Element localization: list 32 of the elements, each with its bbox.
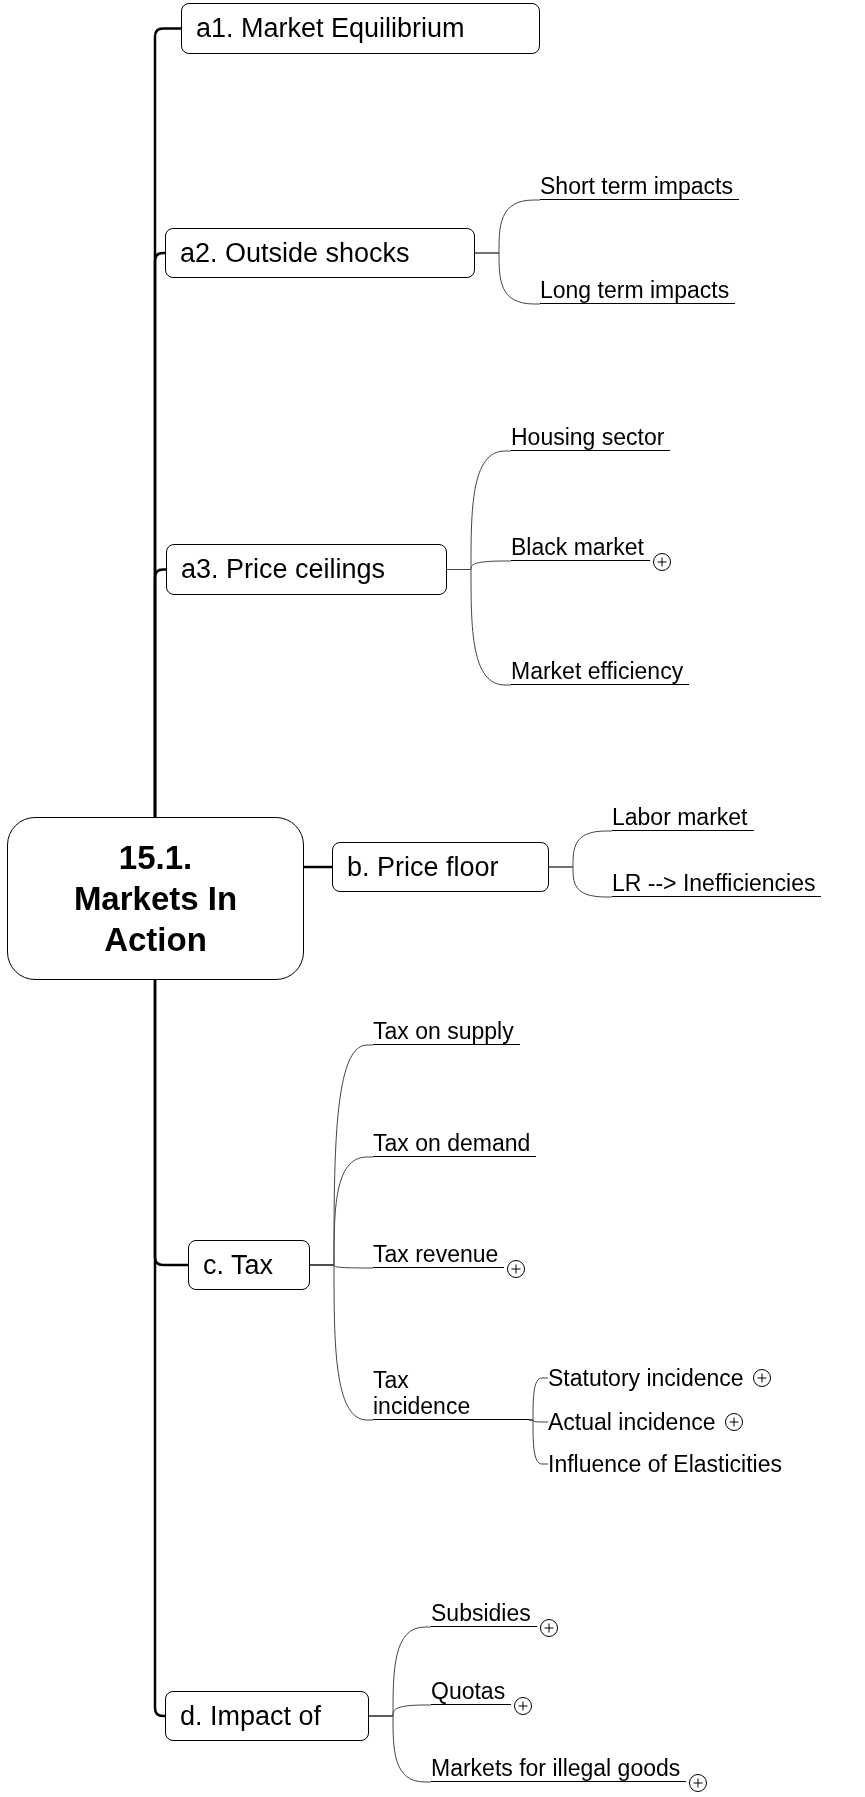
subtopic-label: Influence of Elasticities [548, 1451, 788, 1477]
topic-box: d. Impact of [165, 1691, 369, 1741]
subtopic-label: Tax on supply [373, 1018, 520, 1045]
branch-line [304, 865, 332, 869]
subtopic-label: Market efficiency [511, 658, 690, 685]
subtopic-label: Tax revenue [373, 1241, 505, 1268]
subtopic-label: Subsidies [431, 1600, 537, 1627]
branch-line [368, 1715, 432, 1783]
subtopic-label: Statutory incidence [548, 1365, 750, 1391]
branch-line [548, 866, 613, 898]
topic-box: c. Tax [188, 1240, 310, 1290]
subtopic-label: Actual incidence [548, 1409, 722, 1435]
branch-line [446, 569, 512, 686]
branch-line [528, 1419, 549, 1465]
branch-line [474, 252, 541, 305]
subtopic-label: Black market [511, 534, 650, 561]
subtopic-label: Short term impacts [540, 173, 739, 200]
subtopic-label: LR --> Inefficiencies [612, 870, 822, 897]
subtopic-label: Long term impacts [540, 277, 736, 304]
subtopic-label: Tax incidence [373, 1367, 529, 1420]
subtopic-label: Tax on demand [373, 1130, 537, 1157]
central-topic-box: 15.1. Markets In Action [7, 817, 304, 980]
subtopic-label: Quotas [431, 1678, 512, 1705]
subtopic-label: Housing sector [511, 424, 671, 451]
topic-box: a1. Market Equilibrium [181, 3, 540, 54]
topic-box: a3. Price ceilings [166, 544, 447, 595]
topic-box: a2. Outside shocks [165, 228, 475, 278]
branch-line [153, 568, 166, 817]
topic-box: b. Price floor [332, 842, 549, 892]
subtopic-label: Labor market [612, 804, 754, 831]
branch-line [309, 1264, 374, 1421]
subtopic-label: Markets for illegal goods [431, 1755, 687, 1782]
